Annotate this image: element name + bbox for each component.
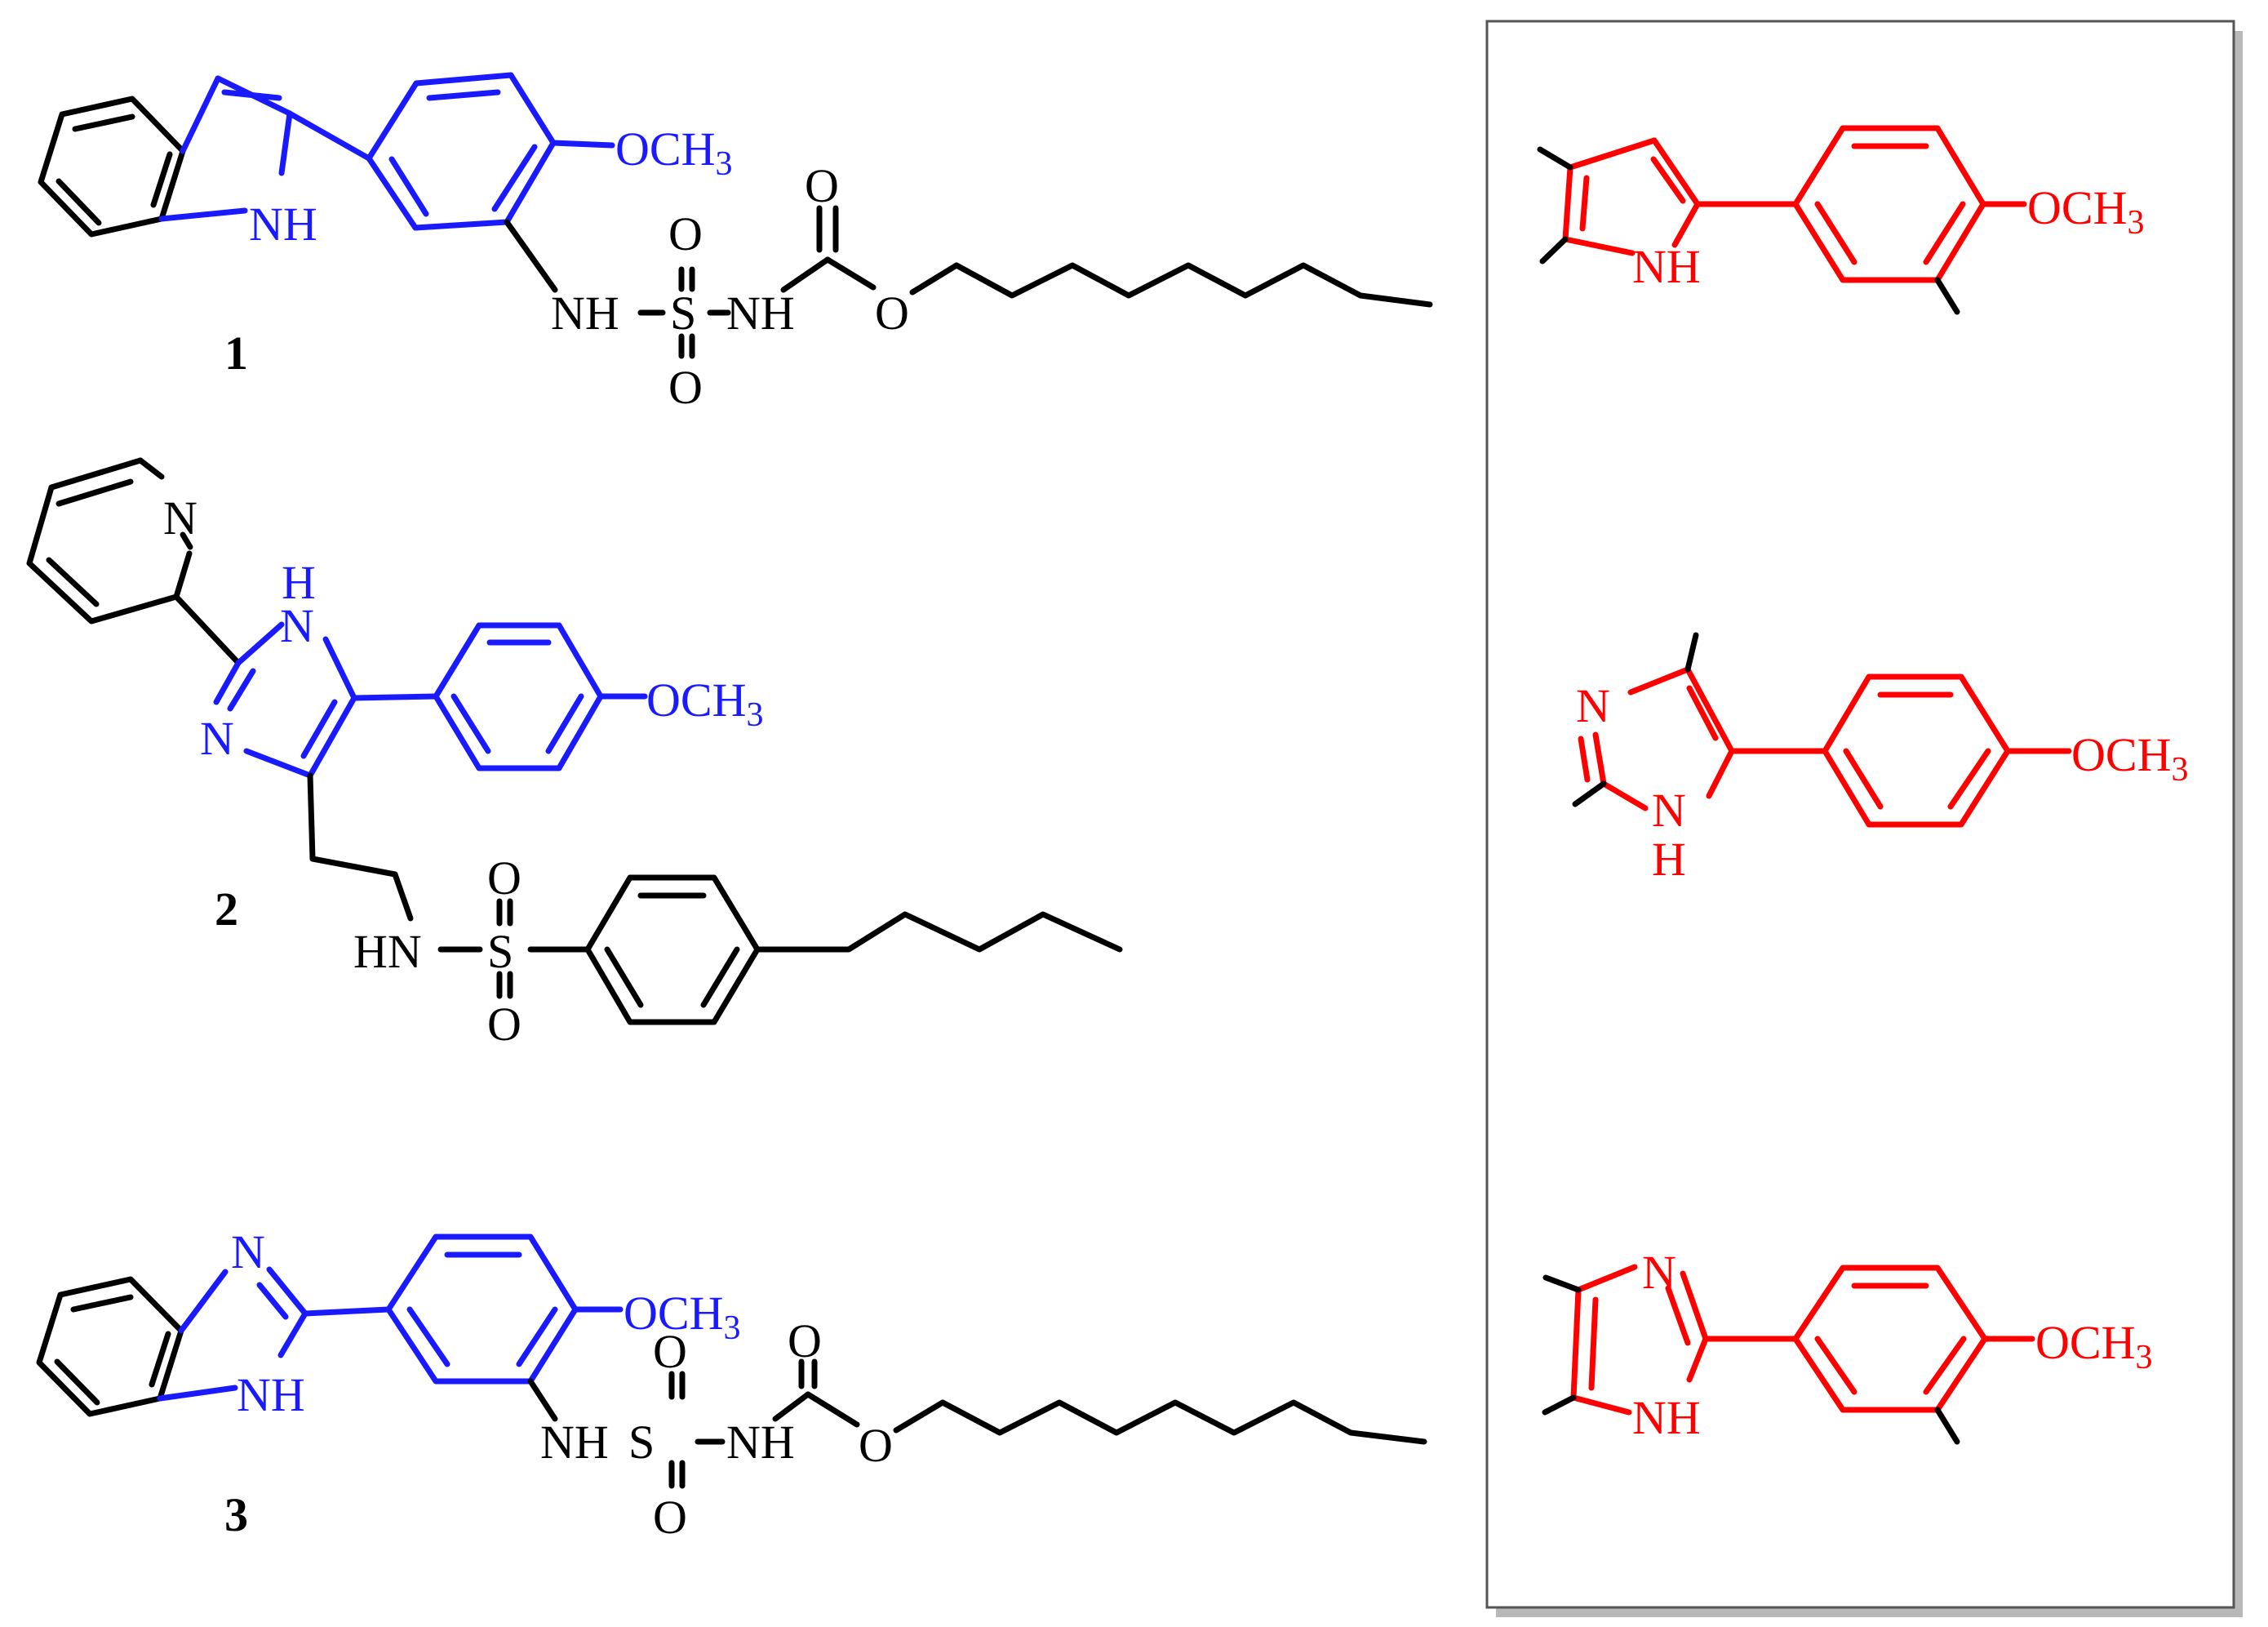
compound-1-sulfonyl-o-top: O bbox=[668, 207, 703, 260]
compound-1-side-chain bbox=[504, 205, 1433, 359]
compound-3-sulfonyl-o-bottom: O bbox=[653, 1491, 687, 1544]
compound-1-indole-pyrrole bbox=[158, 75, 372, 222]
compound-1-structure: NH OCH3 NH S O O NH O O 1 bbox=[38, 72, 1433, 414]
compound-3-carbonyl-o: O bbox=[788, 1314, 822, 1367]
compound-2-sulfonamide-hn: HN bbox=[353, 925, 422, 978]
compound-1-sulfur: S bbox=[670, 287, 696, 340]
scaffold-panel: NH OCH3 N bbox=[1485, 20, 2243, 1617]
compound-1-sulfonyl-o-bottom: O bbox=[668, 361, 703, 414]
compound-2-sulfur: S bbox=[487, 925, 513, 978]
compound-2-pyridine-n: N bbox=[163, 491, 198, 545]
compound-3-ester-o: O bbox=[859, 1419, 893, 1472]
compound-2-imidazole-n-lower: N bbox=[200, 712, 234, 765]
compound-2-side-chain bbox=[307, 772, 591, 999]
compound-2-structure: N H N N OCH3 bbox=[26, 457, 1123, 1051]
compound-3-benzo-ring bbox=[36, 1276, 184, 1417]
scaffold-imidazole-4-aryl-methoxy: OCH3 bbox=[2071, 728, 2188, 789]
compound-3-nh-left: NH bbox=[540, 1416, 609, 1469]
compound-1-ester-o: O bbox=[875, 287, 909, 340]
compound-2-imidazole bbox=[213, 621, 439, 779]
compound-1-nh-right: NH bbox=[726, 287, 795, 340]
compound-3-methoxy-label: OCH3 bbox=[624, 1287, 740, 1347]
compound-2-sulfonyl-o-top: O bbox=[487, 851, 522, 905]
scaffold-imidazole-4-aryl: N N H OCH3 bbox=[1572, 632, 2188, 886]
scaffold-imidazole-2-aryl: N NH OCH3 bbox=[1542, 1246, 2152, 1445]
compound-3-methoxyphenyl bbox=[385, 1234, 624, 1385]
compound-1-methoxy-label: OCH3 bbox=[615, 122, 732, 183]
compound-3-benzimidazole bbox=[157, 1266, 392, 1402]
scaffold-pyrrole: NH OCH3 bbox=[1537, 125, 2144, 315]
compound-2-imidazole-h: H bbox=[282, 556, 316, 609]
compound-3-sulfonyl-o-top: O bbox=[653, 1325, 687, 1378]
scaffold-pyrrole-methoxy: OCH3 bbox=[2027, 181, 2144, 242]
compound-1-indole-nh: NH bbox=[249, 198, 317, 251]
compound-2-imidazole-n-upper: N bbox=[280, 599, 314, 652]
compound-1-carbonyl-o: O bbox=[805, 159, 839, 212]
compound-3-ring-n: N bbox=[231, 1225, 265, 1278]
compound-3-ring-nh: NH bbox=[237, 1368, 305, 1421]
compound-1-methoxyphenyl bbox=[366, 72, 615, 231]
compound-2-methoxyphenyl bbox=[433, 622, 648, 771]
scaffold-imidazole-4-aryl-nh-n: N bbox=[1652, 784, 1686, 837]
compound-1-benzo-ring bbox=[38, 96, 186, 238]
compound-3-structure: N NH OCH3 NH S O O NH O bbox=[36, 1225, 1427, 1544]
scaffold-imidazole-2-aryl-nh: NH bbox=[1632, 1391, 1701, 1444]
compound-3-sulfur: S bbox=[628, 1416, 655, 1469]
compound-2-label: 2 bbox=[215, 882, 238, 936]
compound-1-nh-left: NH bbox=[551, 287, 619, 340]
compound-3-nh-right: NH bbox=[726, 1416, 795, 1469]
scaffold-imidazole-4-aryl-nh-h: H bbox=[1652, 833, 1686, 886]
compound-3-side-chain bbox=[527, 1358, 1427, 1489]
scaffold-imidazole-2-aryl-n: N bbox=[1642, 1246, 1676, 1299]
compound-3-label: 3 bbox=[224, 1488, 248, 1541]
compound-2-pyridine-ring bbox=[26, 457, 242, 666]
scaffold-imidazole-4-aryl-n: N bbox=[1576, 679, 1610, 732]
scaffold-imidazole-2-aryl-methoxy: OCH3 bbox=[2035, 1316, 2152, 1376]
compound-2-sulfonyl-o-bottom: O bbox=[487, 998, 522, 1051]
scaffold-pyrrole-nh: NH bbox=[1632, 240, 1701, 293]
compound-1-label: 1 bbox=[224, 327, 248, 380]
compound-2-methoxy-label: OCH3 bbox=[646, 673, 763, 734]
compound-2-pentylphenyl bbox=[584, 874, 1123, 1025]
